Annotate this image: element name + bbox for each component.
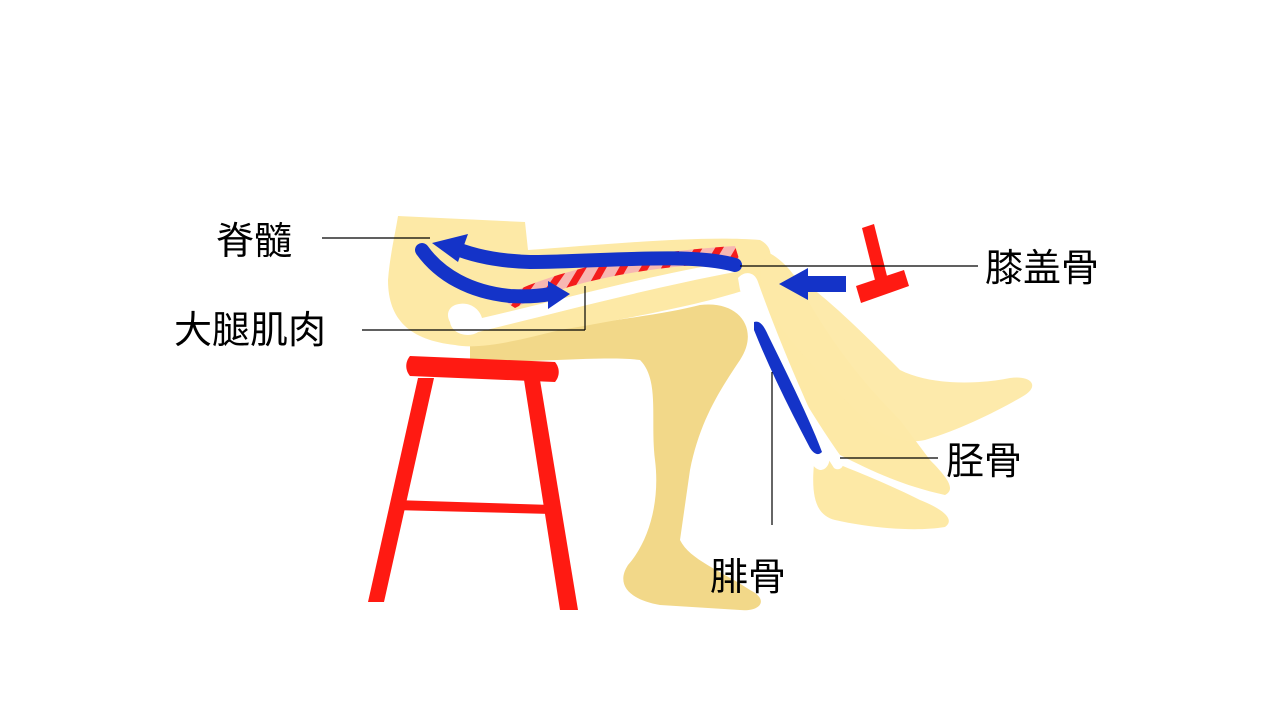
label-tibia: 胫骨 bbox=[946, 439, 1023, 483]
nerve-arrow-from-spinal bbox=[415, 243, 557, 304]
label-patella: 膝盖骨 bbox=[985, 246, 1100, 290]
strike-arrow bbox=[779, 268, 846, 300]
stool-seat bbox=[406, 356, 559, 382]
reflex-hammer-icon bbox=[856, 224, 909, 303]
stool-crossbar bbox=[392, 500, 552, 514]
label-fibula: 腓骨 bbox=[710, 555, 787, 599]
back-thigh-shape bbox=[470, 304, 761, 611]
kicked-leg-shape bbox=[760, 258, 1033, 442]
nerve-arrowhead-right bbox=[548, 281, 570, 309]
stool-leg-left bbox=[368, 378, 434, 602]
nerve-arrow-to-spinal bbox=[443, 239, 742, 272]
label-quadriceps: 大腿肌肉 bbox=[174, 308, 327, 352]
back-leg bbox=[470, 304, 761, 611]
leader-lines bbox=[322, 237, 978, 525]
front-foot-shape bbox=[813, 455, 949, 530]
stool-leg-right bbox=[524, 380, 578, 610]
stool bbox=[368, 356, 578, 610]
femur-bone bbox=[447, 262, 735, 335]
shin-muscle-blue bbox=[754, 321, 822, 455]
nerve-pathway bbox=[415, 239, 742, 304]
nerve-arrowhead-up bbox=[432, 234, 468, 262]
label-spinal-cord: 脊髓 bbox=[216, 219, 293, 263]
